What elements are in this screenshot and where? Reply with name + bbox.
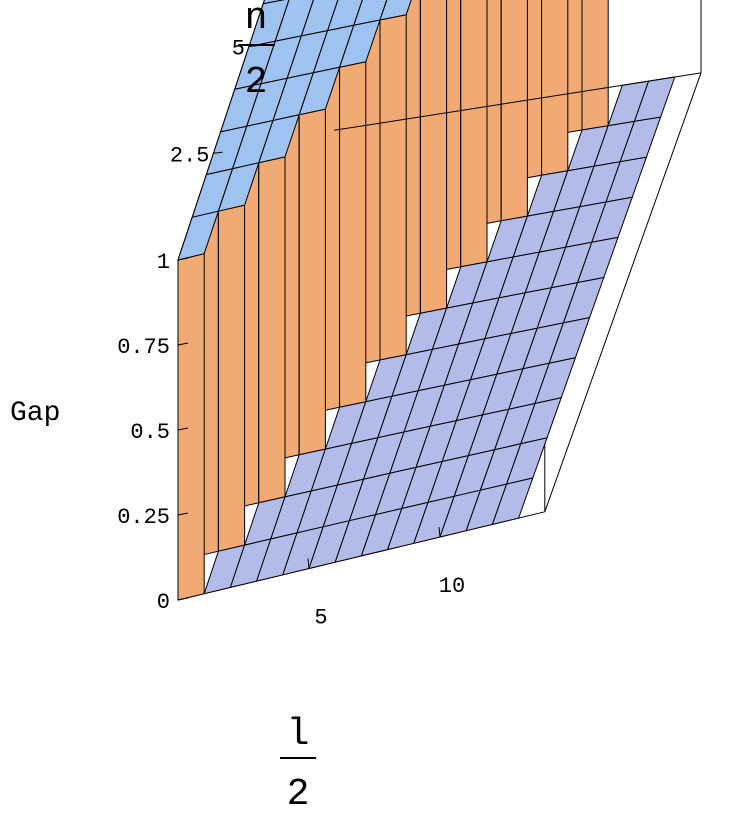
y-tick-label: 5 — [232, 37, 245, 62]
x-tick-label: 10 — [439, 574, 465, 599]
bar-side-front — [419, 0, 448, 314]
bar-side-front — [541, 0, 569, 176]
z-tick-label: 0.5 — [130, 420, 170, 445]
y-axis-ticks: 2.557.510 — [170, 37, 259, 168]
bar-top — [217, 162, 260, 212]
z-tick-label: 1 — [157, 250, 170, 275]
x-tick-mark — [307, 558, 310, 569]
z-axis-ticks: 0 0.25 0.5 0.75 1 — [117, 250, 189, 615]
z-tick-mark — [177, 257, 189, 261]
bar-top — [298, 66, 341, 116]
x-axis-title-numerator: l — [287, 713, 310, 756]
bar-side-front — [581, 0, 609, 131]
bar-side-front — [339, 61, 367, 408]
x-axis-title-denominator: 2 — [287, 773, 310, 812]
z-tick-label: 0 — [157, 590, 170, 615]
bar-side-front — [379, 14, 407, 361]
z-tick-mark — [177, 342, 189, 346]
x-tick-mark — [438, 526, 441, 538]
bar-top — [258, 114, 300, 164]
bar-side-front — [500, 0, 528, 222]
z-tick-mark — [177, 512, 189, 516]
bar-top — [379, 0, 412, 21]
bar-top — [177, 210, 219, 261]
bar-side-front — [258, 156, 286, 504]
z-tick-mark — [177, 597, 189, 601]
box-front-edges — [334, 72, 702, 512]
z-axis-title: Gap — [10, 398, 60, 429]
x-axis-ticks: 5 10 — [307, 526, 465, 631]
y-axis-title: n 2 — [238, 0, 275, 104]
x-axis-title: l 2 — [280, 713, 316, 816]
bar-side-front — [177, 253, 205, 601]
z-tick-mark — [177, 427, 189, 431]
x-tick-label: 5 — [314, 606, 327, 631]
y-axis-title-numerator: n — [245, 0, 268, 40]
y-axis-title-denominator: 2 — [245, 61, 268, 104]
y-tick-mark — [213, 151, 223, 154]
bar-side-front — [460, 0, 488, 268]
bar-top — [339, 19, 381, 68]
box-edge — [334, 72, 702, 131]
bar-side-front — [217, 204, 246, 552]
bar-side-front — [298, 108, 326, 456]
floor-cell — [491, 477, 534, 525]
box-edge — [544, 72, 702, 512]
y-tick-label: 2.5 — [170, 143, 210, 168]
z-tick-label: 0.25 — [117, 505, 170, 530]
z-tick-label: 0.75 — [117, 335, 170, 360]
